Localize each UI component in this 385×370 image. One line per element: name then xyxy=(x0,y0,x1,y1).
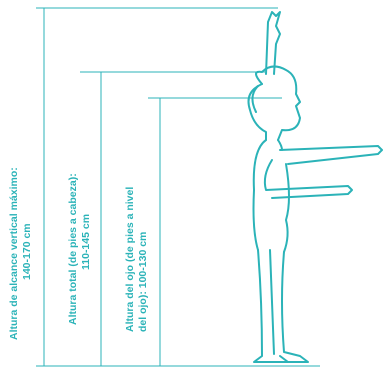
child-figure-illustration xyxy=(249,12,383,362)
front-leg xyxy=(282,252,308,362)
back-of-head xyxy=(249,84,267,140)
inner-leg xyxy=(270,250,274,354)
total-height-dimension: Altura total (de pies a cabeza): 110-145… xyxy=(67,72,265,366)
torso-front xyxy=(284,164,289,252)
raised-arm xyxy=(266,12,280,74)
total-label-line1: Altura total (de pies a cabeza): xyxy=(67,173,79,325)
reach-label-line2: 140-170 cm xyxy=(21,223,33,280)
total-label: Altura total (de pies a cabeza): 110-145… xyxy=(67,170,92,325)
reach-label-line1: Altura de alcance vertical máximo: xyxy=(8,167,20,340)
lower-extended-arm xyxy=(265,160,352,198)
eye-label: Altura del ojo (de pies a nivel del ojo)… xyxy=(124,184,149,332)
neck-front xyxy=(278,140,282,150)
total-label-line2: 110-145 cm xyxy=(80,214,92,270)
eye-height-dimension: Altura del ojo (de pies a nivel del ojo)… xyxy=(124,98,282,366)
torso-back xyxy=(254,140,267,250)
eye-label-line2: del ojo): 100-130 cm xyxy=(137,232,149,332)
eye-label-line1: Altura del ojo (de pies a nivel xyxy=(124,187,136,332)
reach-label: Altura de alcance vertical máximo: 140-1… xyxy=(8,164,33,340)
upper-extended-arm xyxy=(280,146,382,164)
